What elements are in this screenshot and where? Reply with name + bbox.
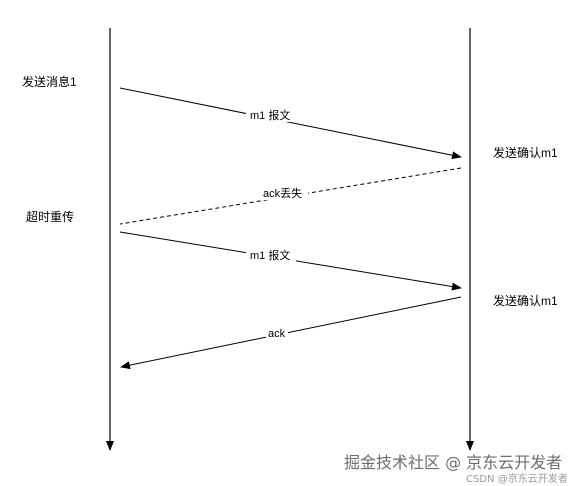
ack-final-label: ack — [268, 328, 286, 340]
send-message-label: 发送消息1 — [22, 74, 77, 89]
watermark-sub: CSDN @京东云开发者 — [466, 472, 568, 485]
m1-second-label: m1 报文 — [250, 248, 290, 262]
m1-second-label-bg — [246, 248, 296, 262]
timeout-retransmit-label: 超时重传 — [26, 209, 74, 224]
ack-first-label: 发送确认m1 — [493, 145, 558, 160]
ack-final-label-bg — [266, 326, 288, 340]
ack-lost-label-bg — [260, 186, 308, 200]
watermark-main: 掘金技术社区 @ 京东云开发者 — [344, 453, 562, 472]
ack-second-label: 发送确认m1 — [493, 293, 558, 308]
m1-first-label: m1 报文 — [250, 108, 290, 122]
ack-lost-label: ack丢失 — [263, 187, 302, 200]
ack-lost-arrow — [119, 167, 462, 225]
m1-first-arrow — [119, 87, 462, 160]
m1-first-label-bg — [246, 108, 296, 122]
ack-final-arrow — [120, 296, 462, 370]
